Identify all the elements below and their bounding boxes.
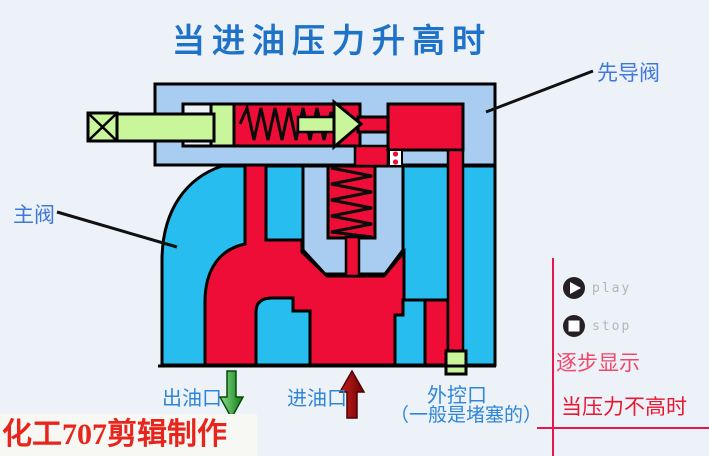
pilot-to-main-passage	[353, 144, 390, 168]
arrow-up-icon	[338, 369, 366, 419]
stop-square	[568, 320, 580, 332]
stop-button[interactable]	[563, 315, 585, 337]
pilot-seat-channel	[356, 115, 392, 134]
pilot-poppet-cone	[332, 98, 364, 151]
outlet-land-left	[254, 296, 312, 367]
pilot-valve-section	[86, 82, 497, 376]
main-valve-leader-line	[56, 210, 178, 249]
arrow-down-icon	[218, 370, 245, 420]
watermark: 化工707剪辑制作	[0, 414, 257, 456]
pilot-valve-label: 先导阀	[597, 61, 660, 85]
oil-droplet-1	[392, 151, 399, 157]
stop-button-label[interactable]: stop	[592, 319, 632, 334]
adjusting-screw-rod	[115, 112, 216, 143]
damping-orifice	[388, 149, 403, 167]
oil-droplet-2	[392, 159, 399, 165]
external-port-label: 外控口	[427, 385, 487, 407]
main-valve-section	[160, 144, 497, 367]
external-port-plug	[444, 349, 468, 376]
pilot-valve-leader-line	[485, 69, 594, 114]
inlet-port-label: 进油口	[287, 388, 347, 410]
main-spool-stem	[344, 235, 361, 278]
play-triangle	[570, 282, 581, 294]
play-button-label[interactable]: play	[592, 281, 632, 296]
main-valve-label: 主阀	[13, 203, 55, 227]
pilot-outlet-chamber	[386, 102, 465, 152]
play-button[interactable]	[563, 277, 585, 299]
main-spring	[330, 166, 373, 239]
external-port-note: （一般是堵塞的）	[390, 405, 543, 426]
low-pressure-caption: 当压力不高时	[561, 395, 687, 419]
knob-cross-2	[87, 112, 118, 142]
step-display-caption: 逐步显示	[556, 351, 640, 375]
external-control-channel	[446, 148, 465, 355]
page-title: 当进油压力升高时	[172, 24, 492, 60]
outlet-port-label: 出油口	[162, 388, 222, 410]
poppet-rod	[296, 115, 338, 134]
watermark-text: 化工707剪辑制作	[2, 418, 227, 451]
